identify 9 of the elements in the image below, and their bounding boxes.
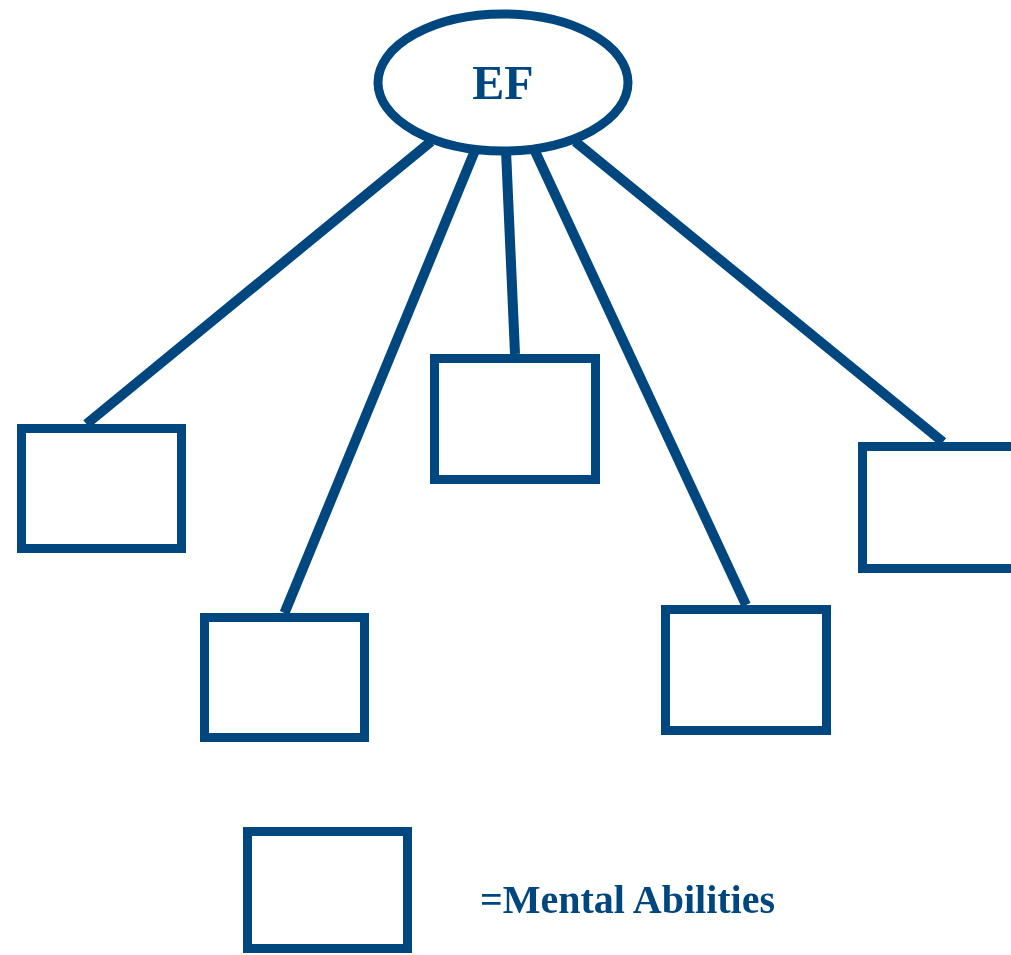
empty-box xyxy=(17,424,186,553)
ellipse-node xyxy=(373,9,633,156)
connector-line xyxy=(501,153,520,355)
empty-box xyxy=(430,354,600,484)
legend-label: =Mental Abilities xyxy=(480,876,775,924)
empty-box xyxy=(661,605,831,735)
node-label: EF xyxy=(472,58,534,107)
empty-box xyxy=(200,613,369,742)
empty-box xyxy=(858,442,1011,573)
